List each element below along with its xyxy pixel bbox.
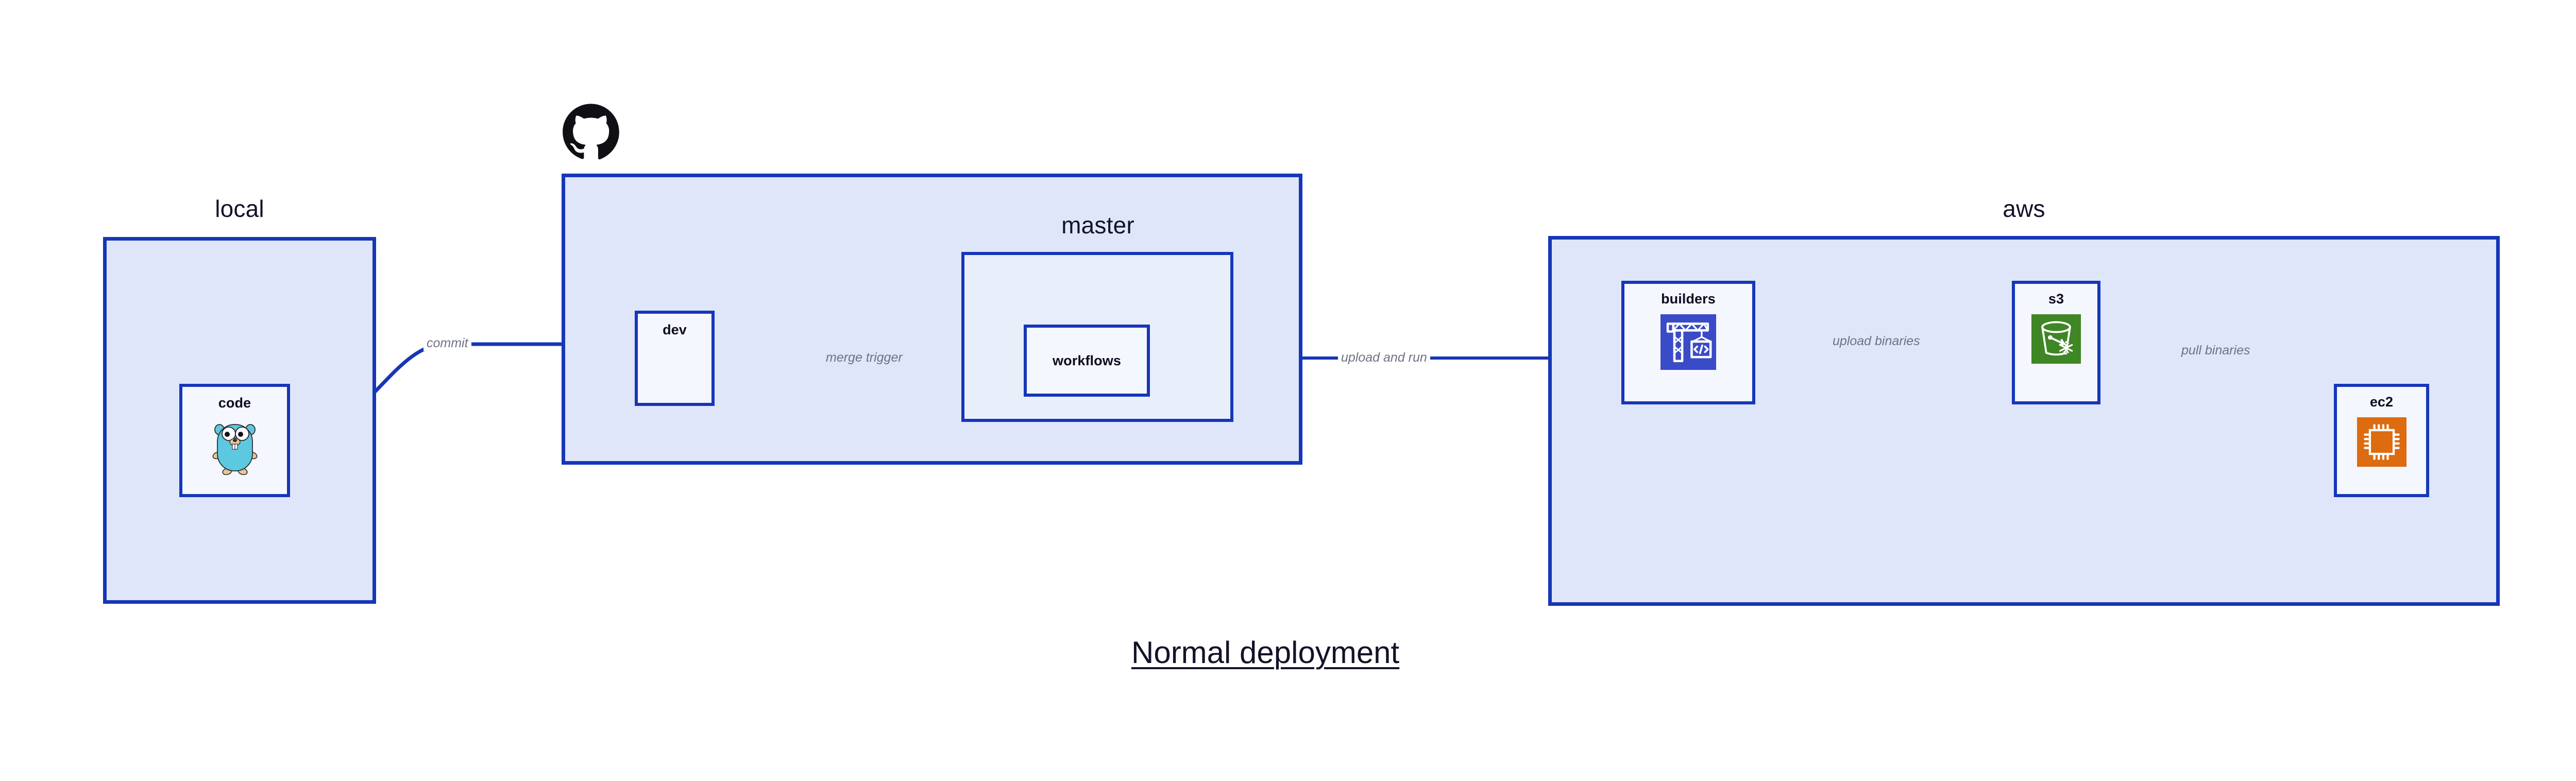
node-ec2[interactable]: ec2 bbox=[2334, 384, 2429, 497]
node-code[interactable]: code bbox=[179, 384, 290, 497]
edge-label-pull-binaries: pull binaries bbox=[2178, 343, 2253, 358]
node-workflows[interactable]: workflows bbox=[1024, 325, 1150, 397]
node-label-workflows: workflows bbox=[1053, 352, 1121, 368]
node-dev[interactable]: dev bbox=[635, 311, 715, 406]
edge-label-merge-trigger: merge trigger bbox=[823, 350, 906, 365]
diagram-title: Normal deployment bbox=[1131, 635, 1400, 670]
subgroup-label-master: master bbox=[1061, 212, 1134, 239]
edge-label-upload-and-run: upload and run bbox=[1338, 350, 1430, 365]
edge-label-commit: commit bbox=[423, 336, 471, 351]
node-label-ec2: ec2 bbox=[2369, 394, 2394, 410]
node-label-code: code bbox=[218, 395, 251, 411]
node-s3[interactable]: s3 bbox=[2012, 281, 2100, 404]
group-label-aws: aws bbox=[2003, 195, 2045, 222]
github-octocat-logo bbox=[561, 102, 621, 163]
s3-bucket-icon bbox=[2031, 314, 2081, 364]
node-label-dev: dev bbox=[663, 322, 687, 337]
node-label-builders: builders bbox=[1661, 291, 1716, 307]
node-builders[interactable]: builders bbox=[1621, 281, 1755, 404]
group-label-local: local bbox=[215, 195, 264, 222]
cpu-chip-icon bbox=[2357, 417, 2406, 467]
go-gopher-icon bbox=[210, 418, 260, 475]
node-label-s3: s3 bbox=[2048, 291, 2064, 307]
edge-label-upload-binaries: upload binaries bbox=[1829, 334, 1923, 349]
crane-code-icon bbox=[1660, 314, 1716, 370]
